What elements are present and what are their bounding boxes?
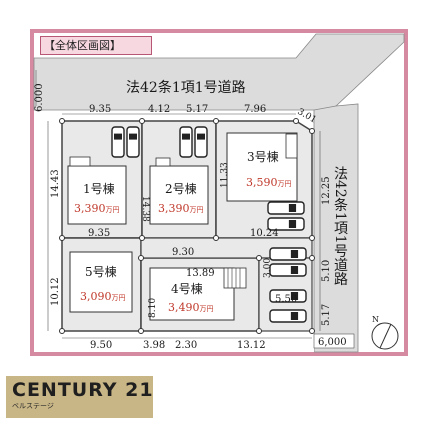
dim-lower-box: 5.50 (275, 294, 297, 305)
dim-right-upper: 12.25 (321, 176, 332, 205)
lot-1-price: 3,390万円 (74, 202, 120, 215)
car-icon (126, 126, 140, 158)
dim-lot3-depth: 11.33 (220, 162, 230, 188)
house-4-porch (223, 267, 247, 289)
bottom-road-width: 6,000 (318, 337, 347, 348)
top-road-label: 法42条1項1号道路 (126, 79, 246, 96)
house-4 (149, 267, 235, 321)
bottom-road-width-box (313, 333, 355, 349)
dim-right-mid: 5.10 (321, 260, 332, 282)
car-icon (111, 126, 125, 158)
lot-drive (140, 237, 313, 259)
house-1-porch (69, 156, 91, 167)
right-road (313, 103, 359, 353)
top-road-width: 6.000 (34, 83, 45, 112)
lot-3-name: 3号棟 (247, 149, 279, 164)
dim-top-3: 5.17 (186, 104, 208, 115)
dim-bottom-1: 9.50 (90, 340, 112, 351)
house-2-porch (155, 157, 171, 167)
top-road (33, 33, 405, 111)
page-title: 【全体区画図】 (40, 36, 152, 55)
house-1 (67, 165, 127, 225)
dim-lot4-top: 9.30 (172, 247, 194, 258)
survey-points (59, 118, 315, 334)
house-3-porch (285, 133, 298, 159)
lot-3-price: 3,590万円 (246, 176, 292, 189)
lot-1-name: 1号棟 (83, 181, 115, 196)
car-icon (269, 289, 307, 303)
lot-2-name: 2号棟 (165, 181, 197, 196)
car-icon (267, 201, 305, 215)
dim-right-lower: 5.17 (321, 304, 332, 326)
lot-4-price: 3,490万円 (168, 301, 214, 314)
car-icon (267, 217, 305, 231)
dim-lot4-depth: 8.10 (148, 298, 158, 318)
dim-lot2-depth: 14.38 (140, 196, 150, 222)
dim-top-4: 7.96 (244, 104, 266, 115)
century21-logo: CENTURY 21 ベルステージ (6, 376, 153, 418)
dim-left-upper: 14.43 (50, 169, 61, 198)
north-arrow-icon: N (371, 315, 399, 350)
dim-bottom-2: 3.98 (143, 340, 165, 351)
logo-brand: CENTURY 21 (12, 379, 154, 401)
lot-5-price: 3,090万円 (80, 290, 126, 303)
car-icon (269, 263, 307, 277)
dim-lot1-bottom: 9.35 (88, 228, 110, 239)
dim-bottom-4: 13.12 (237, 340, 266, 351)
car-icon (269, 309, 307, 323)
house-5 (69, 251, 133, 313)
logo-sub: ベルステージ (12, 402, 54, 410)
parking-cars (111, 126, 307, 323)
dim-top-1: 9.35 (89, 104, 111, 115)
car-icon (269, 247, 307, 261)
lot-2-price: 3,390万円 (158, 202, 204, 215)
dim-bottom-3: 2.30 (175, 340, 197, 351)
car-icon (179, 126, 193, 158)
dim-left-lower: 10.12 (50, 277, 61, 306)
house-3 (226, 132, 298, 202)
right-road-label: 法42条1項1号道路 (332, 166, 348, 286)
dimension-lines (35, 70, 321, 339)
dim-lot4-inner: 13.89 (186, 268, 215, 279)
dim-lot3-bottom: 10.24 (250, 228, 279, 239)
house-2 (149, 165, 209, 225)
bottom-road-strip (34, 332, 314, 352)
lot-4-name: 4号棟 (171, 281, 203, 296)
dim-top-2: 4.12 (148, 104, 170, 115)
dim-drive: 3.00 (263, 258, 273, 278)
car-icon (194, 126, 208, 158)
lot-5-name: 5号棟 (85, 264, 117, 279)
svg-text:N: N (372, 315, 379, 324)
